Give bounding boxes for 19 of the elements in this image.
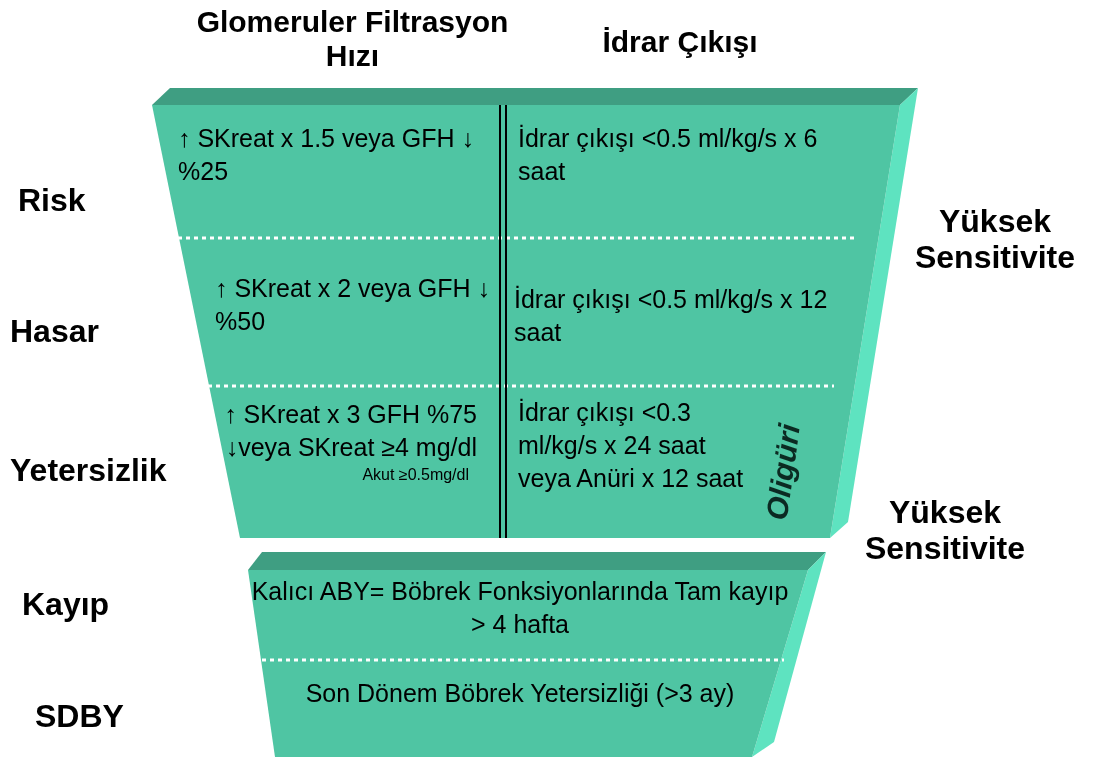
side-label: Yüksek Sensitivite [863, 494, 1027, 566]
note-text: Akut ≥0.5mg/dl [361, 465, 470, 485]
stage-label: Kayıp [22, 586, 110, 622]
criteria-text: Kalıcı ABY= Böbrek Fonksiyonlarında Tam kayıp > 4 hafta [250, 576, 790, 640]
criteria-text: İdrar çıkışı <0.3 ml/kg/s x 24 saat veya Anüri x 12 saat [518, 397, 745, 494]
stage-label: SDBY [35, 698, 124, 734]
column-header: İdrar Çıkışı [601, 25, 759, 59]
vertical-label: Oligüri [759, 421, 807, 523]
criteria-text: İdrar çıkışı <0.5 ml/kg/s x 12 saat [514, 284, 829, 348]
criteria-text: Son Dönem Böbrek Yetersizliği (>3 ay) [304, 678, 736, 709]
column-header: Glomeruler Filtrasyon Hızı [195, 5, 510, 73]
criteria-text: ↑ SKreat x 3 GFH %75 ↓veya SKreat ≥4 mg/dl [223, 399, 477, 463]
stage-label: Yetersizlik [10, 452, 167, 488]
stage-label: Hasar [10, 313, 99, 349]
stage-label: Risk [18, 182, 86, 218]
criteria-text: ↑ SKreat x 2 veya GFH ↓ %50 [215, 273, 492, 337]
side-label: Yüksek Sensitivite [913, 203, 1077, 275]
criteria-text: ↑ SKreat x 1.5 veya GFH ↓ %25 [178, 123, 475, 187]
criteria-text: İdrar çıkışı <0.5 ml/kg/s x 6 saat [518, 123, 819, 187]
